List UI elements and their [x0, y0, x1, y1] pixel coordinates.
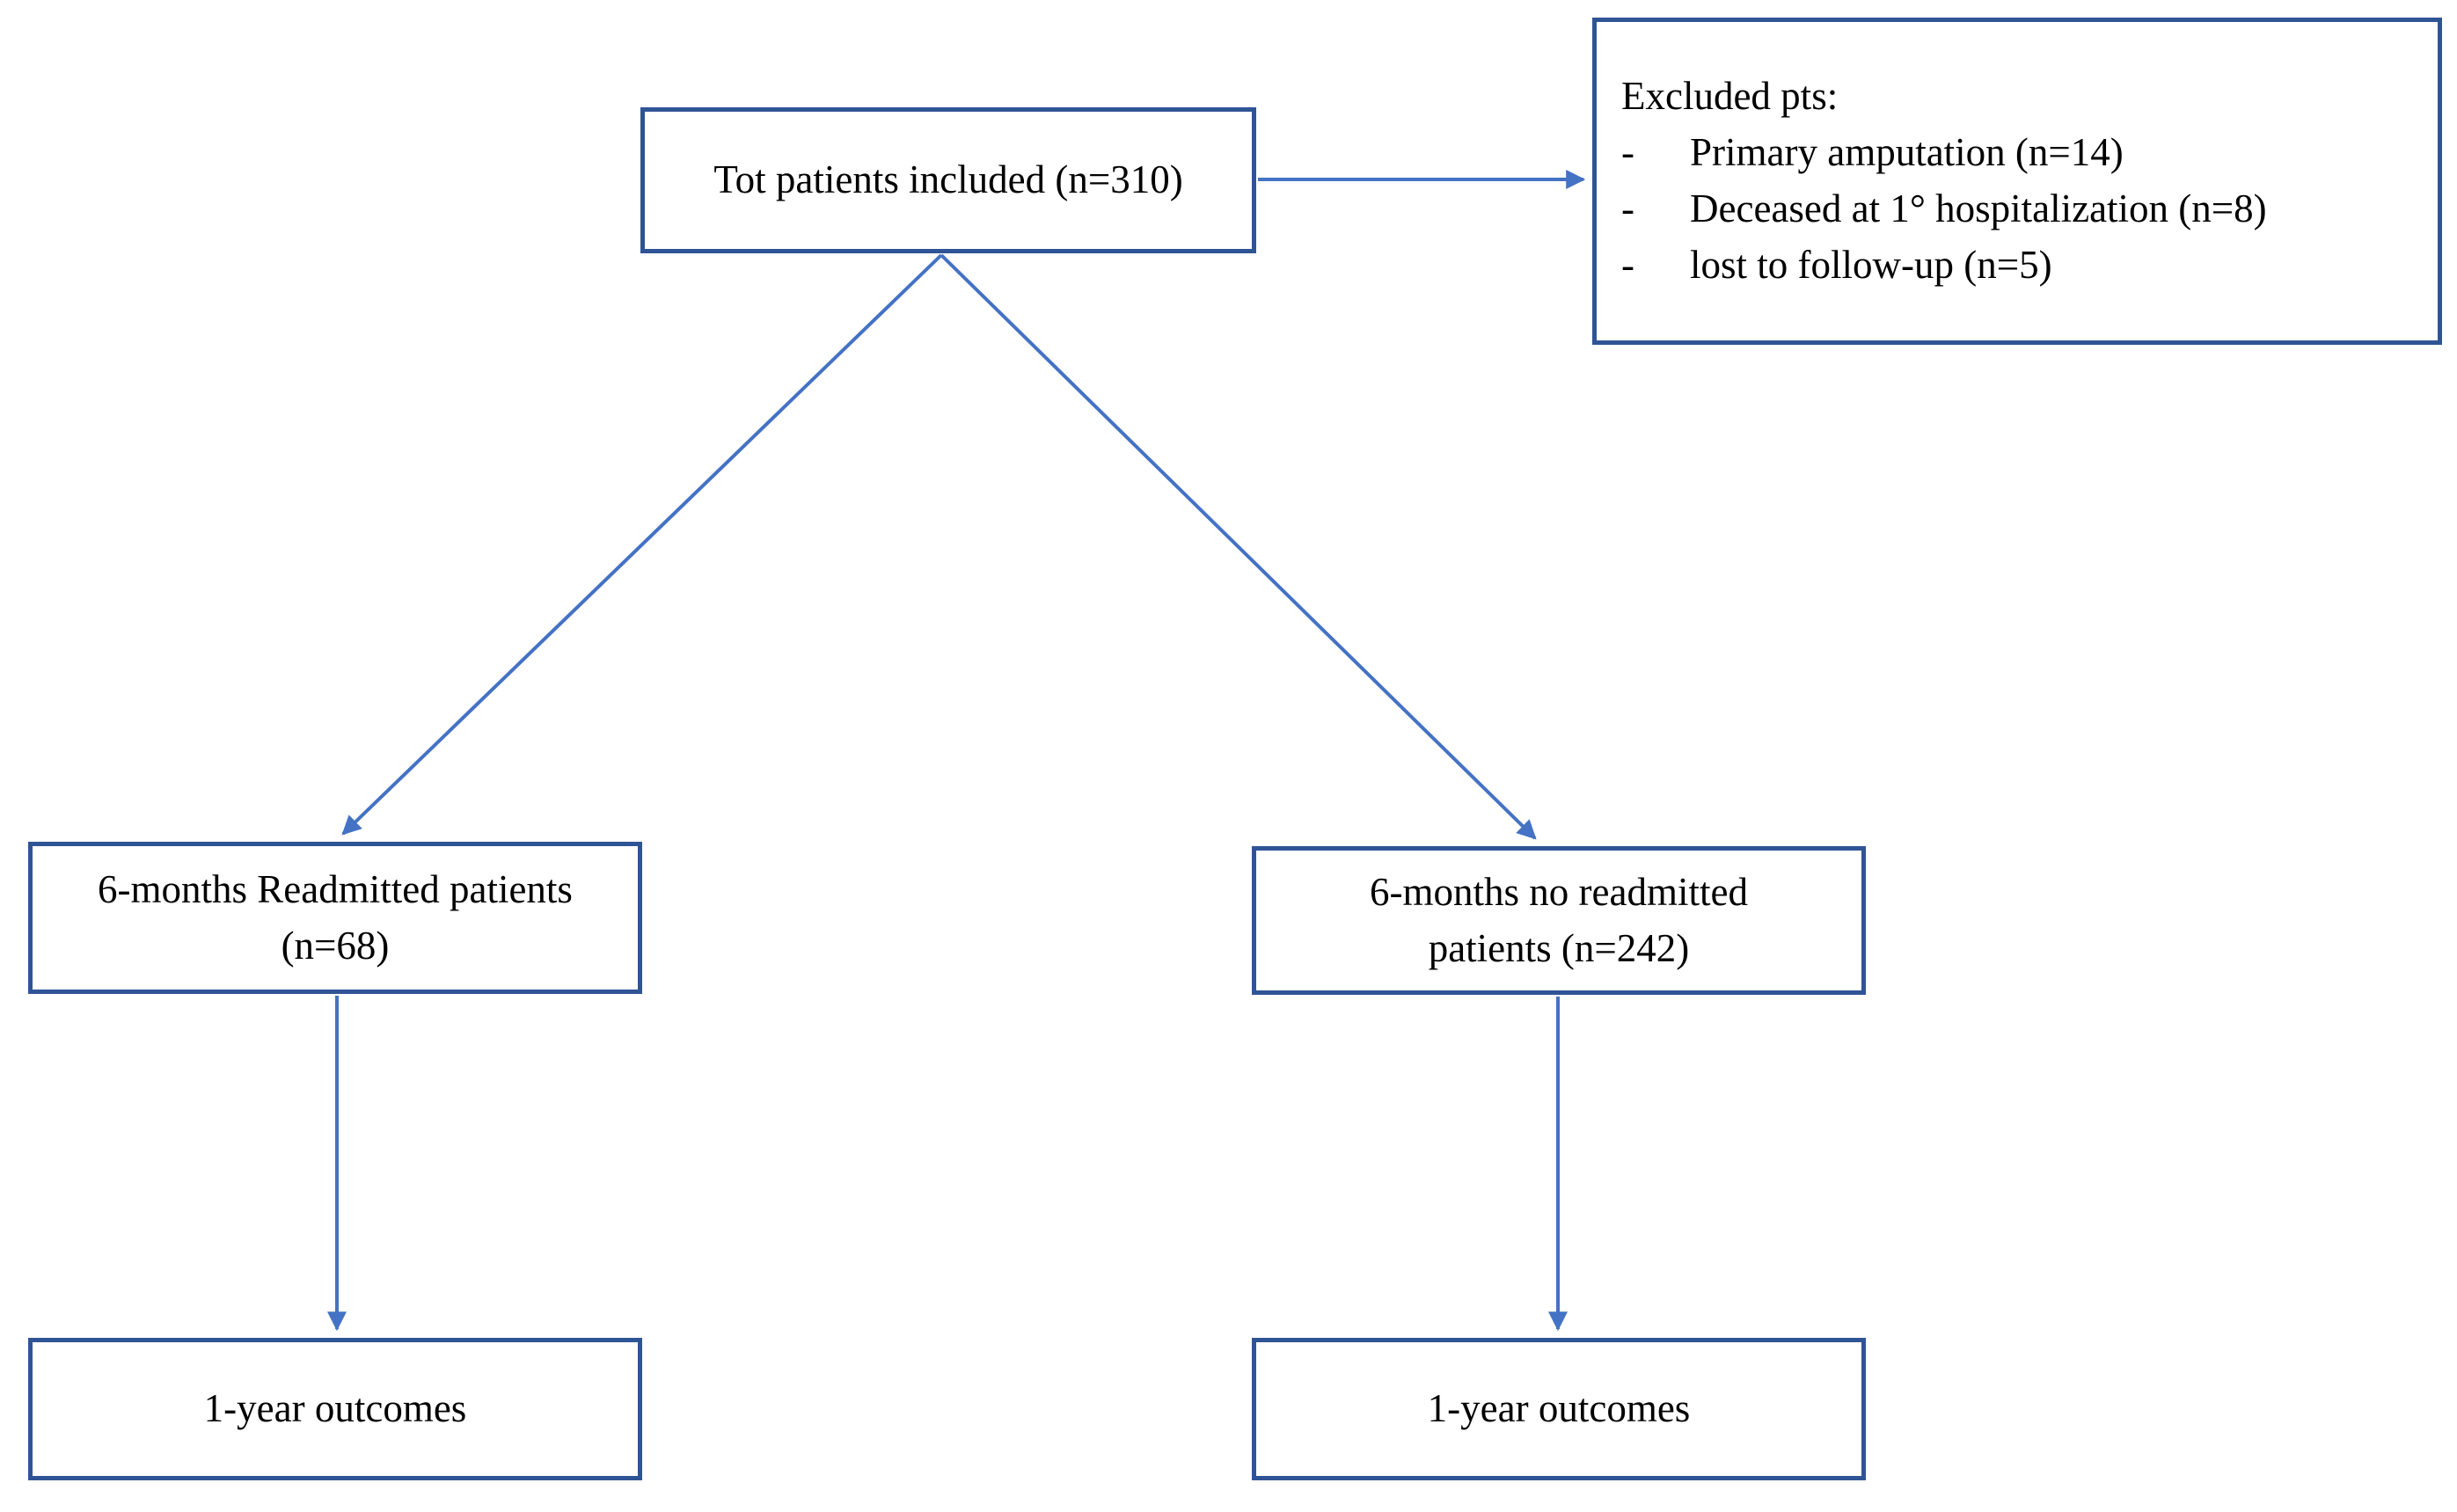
- excluded-item-bullet: -: [1621, 186, 1634, 230]
- node-outcomes-not-readmitted-label: 1-year outcomes: [1427, 1386, 1691, 1431]
- excluded-list: - Primary amputation (n=14) - Deceased a…: [1621, 125, 2267, 294]
- excluded-item: - lost to follow-up (n=5): [1621, 237, 2267, 294]
- node-outcomes-readmitted: 1-year outcomes: [28, 1338, 642, 1480]
- excluded-item-label: Primary amputation (n=14): [1690, 130, 2124, 175]
- node-readmitted-patients: 6-months Readmitted patients (n=68): [28, 842, 642, 994]
- node-readmitted-line-2: (n=68): [281, 923, 390, 968]
- node-total-patients-label: Tot patients included (n=310): [713, 157, 1183, 202]
- node-outcomes-readmitted-label: 1-year outcomes: [203, 1386, 467, 1431]
- node-excluded-patients: Excluded pts: - Primary amputation (n=14…: [1592, 18, 2442, 345]
- excluded-item: - Deceased at 1° hospitalization (n=8): [1621, 181, 2267, 237]
- excluded-item-label: Deceased at 1° hospitalization (n=8): [1690, 186, 2267, 230]
- node-outcomes-not-readmitted: 1-year outcomes: [1252, 1338, 1866, 1480]
- node-readmitted-line-1: 6-months Readmitted patients: [98, 866, 573, 911]
- node-not-readmitted-patients: 6-months no readmitted patients (n=242): [1252, 846, 1866, 995]
- node-not-readmitted-line-2: patients (n=242): [1428, 925, 1690, 970]
- arrow-total-to-not-readmitted: [940, 253, 1537, 840]
- excluded-item: - Primary amputation (n=14): [1621, 125, 2267, 181]
- excluded-item-bullet: -: [1621, 242, 1634, 287]
- excluded-item-bullet: -: [1621, 130, 1634, 175]
- node-total-patients: Tot patients included (n=310): [640, 107, 1256, 253]
- arrow-total-to-readmitted: [341, 253, 943, 836]
- node-not-readmitted-line-1: 6-months no readmitted: [1370, 869, 1748, 914]
- excluded-item-label: lost to follow-up (n=5): [1690, 242, 2052, 287]
- excluded-title: Excluded pts:: [1621, 74, 1839, 119]
